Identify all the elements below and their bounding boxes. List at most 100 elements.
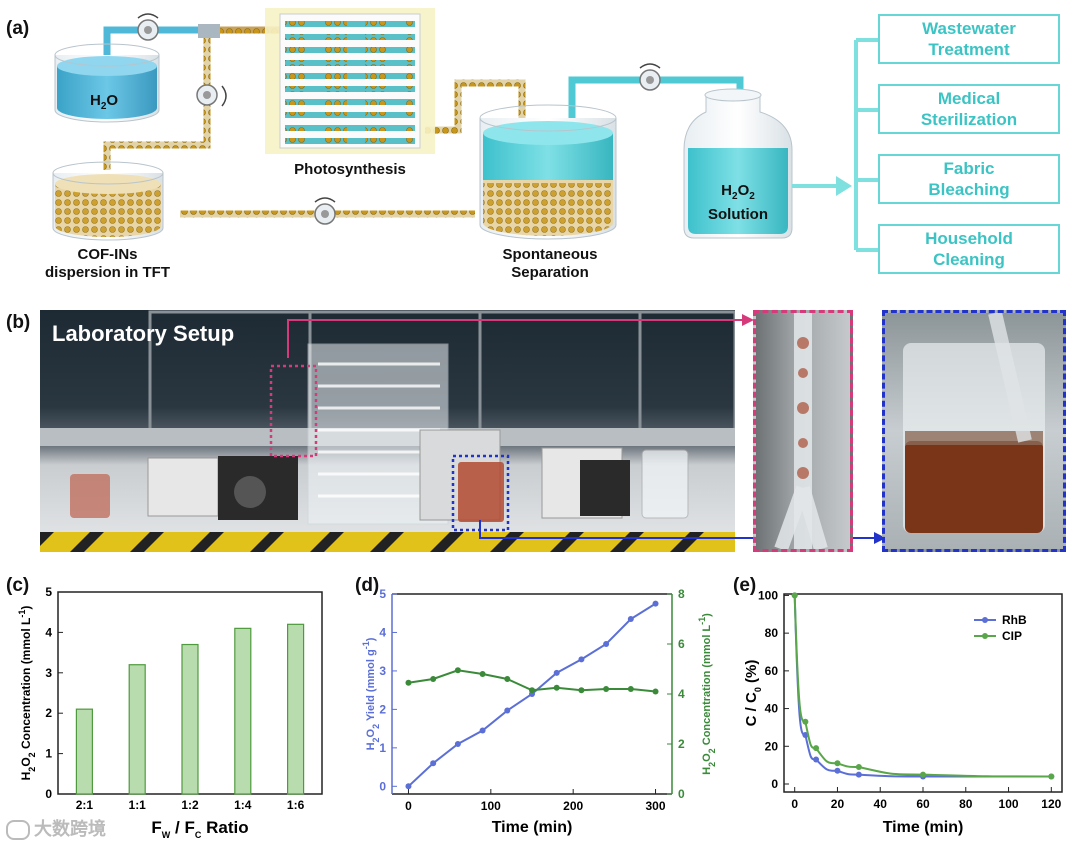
lab-photo [40, 310, 735, 552]
y-right-tick-label: 2 [678, 737, 685, 751]
x-axis-label: FW / FC Ratio [151, 818, 248, 840]
y-axis-label: H2O2 Concentration (mmol L-1) [17, 606, 37, 781]
h2o2-label-line1: H2O2 [721, 182, 755, 202]
x-tick-label: 100 [999, 797, 1019, 811]
y-left-tick-label: 4 [379, 625, 386, 639]
panel-c-label: (c) [6, 575, 30, 596]
app-line1: Wastewater [922, 19, 1016, 38]
x-tick-label: 2:1 [76, 798, 94, 812]
data-point [603, 686, 610, 692]
legend-label: RhB [1002, 613, 1027, 627]
distribution-arrows [792, 38, 878, 252]
cof-label: COF-INs dispersion in TFT [20, 246, 195, 282]
x-tick-label: 40 [874, 797, 888, 811]
y-tick-label: 2 [45, 706, 52, 720]
x-tick-label: 0 [791, 797, 798, 811]
data-point [834, 760, 841, 767]
y-tick-label: 100 [758, 588, 778, 602]
separation-label-line2: Separation [511, 264, 589, 281]
data-point [578, 656, 585, 663]
data-point [430, 760, 437, 767]
y-left-axis-label: H2O2 Yield (mmol g-1) [361, 637, 381, 750]
h2o-label: H2O [90, 92, 119, 112]
legend-marker [982, 633, 988, 639]
data-point [834, 767, 841, 774]
h2o2-bottle [683, 88, 793, 239]
y-tick-label: 3 [45, 666, 52, 680]
panel-d-label: (d) [355, 575, 380, 596]
y-tick-label: 5 [45, 585, 52, 599]
x-tick-label: 60 [916, 797, 930, 811]
lab-setup-label: Laboratory Setup [52, 321, 235, 346]
y-left-tick-label: 2 [379, 702, 386, 716]
data-point [791, 592, 798, 599]
data-point [802, 718, 809, 725]
app-line2: Sterilization [920, 110, 1018, 129]
y-left-tick-label: 1 [379, 741, 386, 755]
x-tick-label: 1:6 [287, 798, 305, 812]
y-right-tick-label: 8 [678, 587, 685, 601]
y-left-tick-label: 0 [379, 779, 386, 793]
data-point [504, 707, 511, 714]
separation-tank [479, 104, 617, 240]
data-point [627, 686, 634, 692]
data-point [479, 671, 486, 677]
y-tick-label: 0 [771, 777, 778, 791]
legend-label: CIP [1002, 629, 1022, 643]
bar [181, 643, 199, 795]
x-axis-label: Time (min) [883, 819, 964, 836]
data-point [627, 616, 634, 622]
x-tick-label: 300 [646, 799, 666, 813]
app-line2: Bleaching [928, 180, 1010, 199]
app-line1: Household [925, 229, 1013, 248]
y-tick-label: 20 [765, 739, 779, 753]
watermark-icon [6, 820, 30, 841]
x-tick-label: 120 [1041, 797, 1061, 811]
photoreactor [265, 8, 435, 154]
data-point [920, 771, 926, 778]
cof-label-line2: dispersion in TFT [44, 264, 170, 281]
data-point [652, 600, 659, 607]
data-point [603, 641, 610, 647]
x-tick-label: 20 [831, 797, 845, 811]
y-tick-label: 0 [45, 787, 52, 801]
bar [234, 627, 252, 795]
app-line2: Cleaning [933, 250, 1005, 269]
y-right-tick-label: 0 [678, 787, 685, 801]
cof-label-line1: COF-INs [77, 246, 138, 263]
panel-e-label: (e) [733, 575, 757, 596]
data-point [652, 688, 659, 695]
y-tick-label: 4 [45, 625, 52, 639]
x-tick-label: 1:2 [181, 798, 199, 812]
data-point [529, 687, 535, 694]
app-line1: Medical [937, 89, 1001, 108]
y-tick-label: 40 [765, 702, 779, 716]
pump-icon [196, 84, 227, 107]
x-tick-label: 1:4 [234, 798, 252, 812]
pump-icon [137, 13, 159, 41]
panel-a-label: (a) [6, 18, 30, 39]
panel-b-label: (b) [6, 312, 31, 333]
x-tick-label: 200 [563, 799, 583, 813]
data-point [855, 764, 862, 771]
data-point [855, 771, 862, 778]
x-tick-label: 100 [481, 799, 501, 813]
data-point [578, 687, 585, 694]
app-line1: Fabric [943, 159, 995, 178]
y-left-tick-label: 5 [379, 587, 386, 601]
bar [128, 664, 146, 795]
bar [287, 623, 305, 795]
photo-connectors [287, 314, 886, 544]
tubing-closeup-photo [753, 310, 853, 552]
data-point [1048, 773, 1055, 780]
y-axis-label: C / C0 (%) [743, 660, 763, 727]
data-point [813, 745, 820, 752]
pump-icon [639, 63, 661, 91]
y-right-tick-label: 6 [678, 637, 685, 651]
